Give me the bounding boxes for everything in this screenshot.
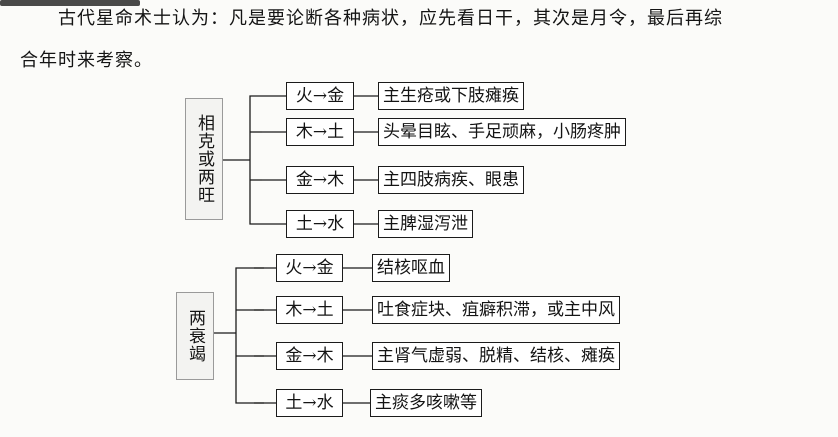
description-box: 结核呕血 (372, 254, 450, 282)
relation-box: 火→金 (276, 254, 343, 282)
relation-box: 金→木 (286, 166, 354, 194)
relation-box: 土→水 (286, 210, 354, 238)
description-box: 主脾湿泻泄 (378, 210, 473, 238)
description-box: 主痰多咳嗽等 (370, 389, 482, 417)
intro-text-line-2: 合年时来考察。 (20, 50, 153, 71)
description-box: 主四肢病疾、眼患 (378, 166, 524, 194)
relation-box: 木→土 (286, 118, 354, 146)
group-label-box-both-decline: 两衰竭 (176, 292, 214, 380)
description-box: 主肾气虚弱、脱精、结核、瘫痪 (372, 342, 620, 370)
relation-box: 土→水 (276, 389, 343, 417)
description-box: 主生疮或下肢瘫痪 (378, 82, 524, 110)
relation-box: 金→木 (276, 342, 343, 370)
description-box: 吐食症块、疽癖积滞，或主中风 (372, 296, 620, 324)
group-label-text: 两衰竭 (185, 309, 205, 363)
group-label-box-mutual-restraint: 相克或两旺 (185, 98, 223, 220)
group-label-text: 相克或两旺 (194, 114, 214, 204)
relation-box: 火→金 (286, 82, 354, 110)
description-box: 头晕目眩、手足顽麻，小肠疼肿 (378, 118, 626, 146)
intro-text-line-1: 古代星命术士认为：凡是要论断各种病状，应先看日干，其次是月令，最后再综 (58, 8, 723, 29)
cropped-heading-fragment (0, 0, 140, 6)
relation-box: 木→土 (276, 296, 343, 324)
